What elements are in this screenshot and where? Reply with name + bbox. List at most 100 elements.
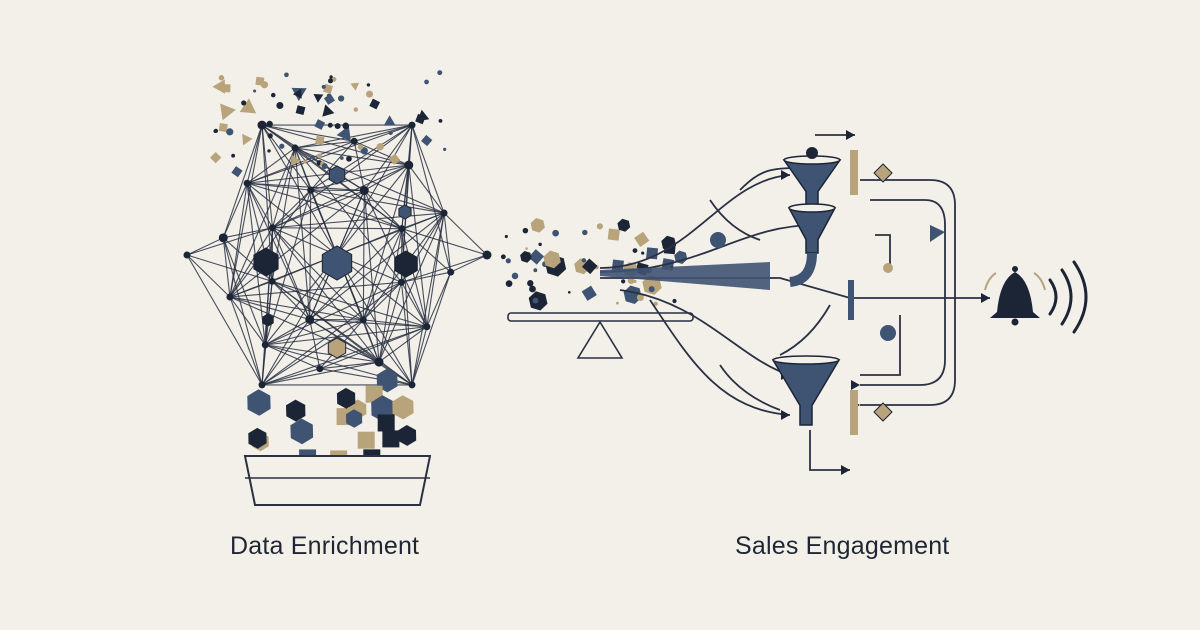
notification-bell-icon <box>984 260 1088 334</box>
network-edge <box>336 228 403 256</box>
data-particle <box>276 101 284 110</box>
data-particle <box>241 100 247 106</box>
flow-gate <box>848 280 854 320</box>
network-node <box>258 381 266 389</box>
data-particle <box>239 98 257 114</box>
bell-accent <box>984 272 997 291</box>
network-edge <box>246 124 263 184</box>
sales-funnels <box>771 147 842 426</box>
flow-band <box>600 262 770 290</box>
network-edge <box>362 319 413 386</box>
network-edge <box>353 140 409 166</box>
network-edge <box>310 189 338 256</box>
network-edge <box>336 190 365 256</box>
network-edge <box>411 272 452 386</box>
data-particle <box>529 285 536 293</box>
network-edge <box>294 140 355 149</box>
data-particle <box>284 72 289 78</box>
flow-line <box>875 234 891 270</box>
network-edge <box>272 227 364 321</box>
data-particle <box>520 251 532 263</box>
network-edge <box>229 189 312 298</box>
network-node <box>269 224 277 232</box>
data-particle <box>382 430 400 448</box>
data-particle <box>317 153 322 159</box>
data-particle <box>582 229 588 236</box>
network-edge <box>186 254 231 298</box>
data-particle <box>260 81 269 89</box>
network-hub <box>394 250 418 278</box>
flow-arrowhead <box>846 130 855 140</box>
network-edge <box>309 190 312 320</box>
network-edge <box>246 182 403 230</box>
data-particle <box>329 75 333 79</box>
network-edge <box>362 190 365 320</box>
data-particle <box>231 166 243 178</box>
data-particle <box>636 294 644 301</box>
network-edge <box>362 228 403 321</box>
data-particle <box>388 130 393 136</box>
network-edge <box>247 164 409 184</box>
network-edge <box>426 271 452 327</box>
hexagonal-network-graph <box>183 120 492 389</box>
network-edge <box>362 164 410 321</box>
data-particle <box>231 153 236 158</box>
network-edge <box>378 228 403 363</box>
network-edge <box>309 319 321 369</box>
data-particle <box>222 84 231 93</box>
data-particle <box>290 418 314 445</box>
network-edge <box>400 281 428 328</box>
data-particle <box>286 399 306 422</box>
network-edge <box>229 296 263 386</box>
network-edge <box>401 228 428 327</box>
flow-arrowhead <box>781 410 790 420</box>
data-particle <box>527 280 534 287</box>
network-edge <box>271 280 311 320</box>
network-edge <box>222 124 263 238</box>
bell-top <box>1012 266 1018 272</box>
network-edge <box>246 147 296 184</box>
data-particle <box>334 123 341 130</box>
network-node <box>218 233 228 243</box>
flow-node <box>883 263 893 273</box>
balance-scale <box>507 312 694 359</box>
data-particle <box>242 133 253 146</box>
network-edge <box>310 189 445 214</box>
network-edge <box>336 254 413 386</box>
flow-line <box>779 304 831 356</box>
data-particle <box>621 279 626 284</box>
data-particle <box>581 285 597 301</box>
network-edge <box>229 281 402 298</box>
data-particle <box>388 153 401 165</box>
flow-diamond <box>873 402 893 422</box>
data-particle <box>424 79 429 85</box>
flow-node <box>880 325 896 341</box>
network-edge <box>411 326 428 386</box>
data-particle <box>377 414 395 432</box>
network-edge <box>261 254 338 386</box>
network-edge <box>222 183 248 239</box>
network-edge <box>261 361 380 386</box>
network-node <box>423 323 431 331</box>
data-particle <box>218 75 225 81</box>
data-particle <box>641 251 645 255</box>
data-particle <box>303 160 307 164</box>
flow-line <box>599 174 791 269</box>
flow-line <box>719 364 781 411</box>
network-edge <box>450 254 488 273</box>
network-edge <box>364 189 445 214</box>
sound-wave <box>1060 268 1073 326</box>
network-edge <box>309 212 445 320</box>
flow-line <box>619 289 791 376</box>
network-edge <box>222 237 263 386</box>
data-particle <box>336 387 356 409</box>
data-particle <box>383 115 396 126</box>
network-hub <box>327 337 347 359</box>
data-particle <box>530 218 545 233</box>
data-particle <box>522 227 529 234</box>
network-edge <box>265 326 427 346</box>
data-particle <box>437 70 443 76</box>
flow-line <box>709 199 761 241</box>
network-edge <box>246 124 413 184</box>
data-particle <box>617 218 631 232</box>
